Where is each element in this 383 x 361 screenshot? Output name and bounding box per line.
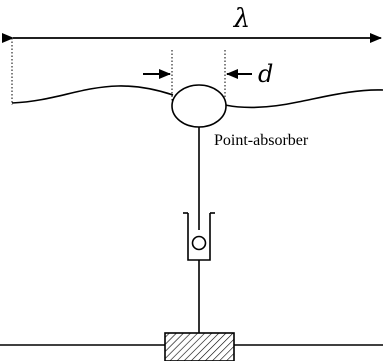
anchor-block: [164, 332, 235, 361]
wavelength-label: λ: [233, 4, 250, 34]
diameter-label: d: [258, 60, 273, 88]
wave-surface-left: [11, 85, 174, 104]
wave-surface-right: [224, 89, 383, 109]
damper-piston: [191, 235, 207, 251]
buoy-float: [171, 84, 227, 128]
point-absorber-label: Point-absorber: [214, 132, 309, 149]
